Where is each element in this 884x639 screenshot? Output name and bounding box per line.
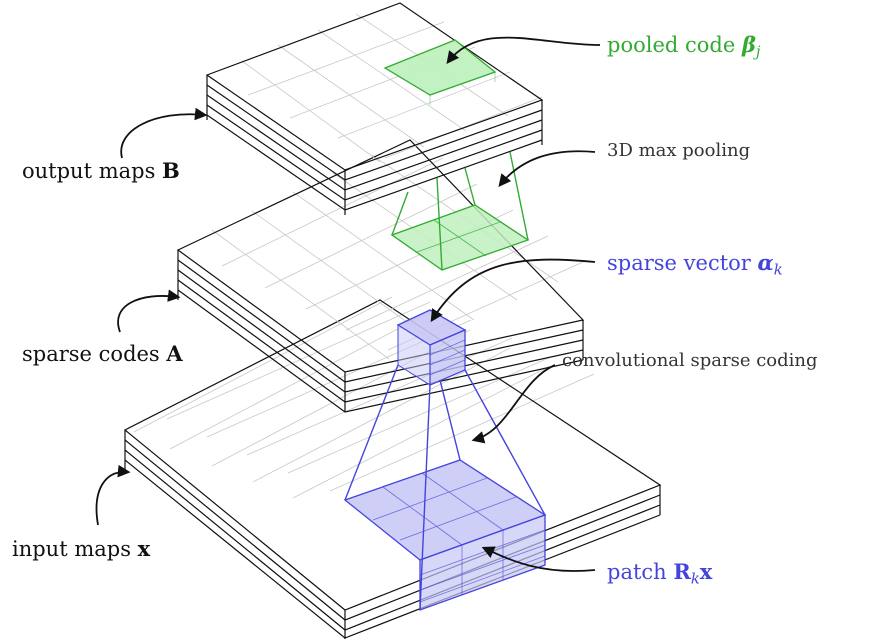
input-maps-label: input maps x <box>12 536 151 561</box>
input-maps-arrow <box>95 464 131 526</box>
max-pooling-arrow <box>498 150 596 187</box>
pooled-code-box <box>383 39 497 105</box>
pooled-code-arrow <box>446 36 601 65</box>
output-slices <box>206 75 543 215</box>
input-slices <box>124 430 661 639</box>
coding-connections <box>344 364 546 611</box>
sparse-codes-stack <box>176 139 585 413</box>
sparse-vector-label: sparse vector αk <box>607 250 783 279</box>
output-maps-label: output maps B <box>22 158 180 183</box>
sparse-slices <box>177 250 584 413</box>
pooled-code-label: pooled code βj <box>607 32 761 61</box>
patch-arrow <box>481 546 596 572</box>
pooling-region <box>390 204 530 271</box>
annotation-arrows <box>95 36 601 572</box>
input-top-face <box>123 299 662 611</box>
sparse-codes-label: sparse codes A <box>22 341 183 366</box>
sparse-vector-box <box>396 309 467 386</box>
conv-sparse-coding-label: convolutional sparse coding <box>562 350 818 371</box>
input-top-grid <box>133 296 595 499</box>
sparse-top-face <box>176 139 585 373</box>
pooling-connections <box>391 151 529 271</box>
max-pooling-label: 3D max pooling <box>607 140 751 161</box>
sparse-codes-arrow <box>117 289 181 333</box>
output-top-face <box>205 2 544 171</box>
output-maps-stack <box>205 2 544 215</box>
patch-label: patch Rkx <box>607 559 713 588</box>
output-maps-arrow <box>120 107 208 159</box>
conv-coding-arrow <box>471 364 556 444</box>
input-maps-stack <box>123 296 662 639</box>
sparse-vector-arrow <box>430 258 596 323</box>
patch-box <box>343 459 547 611</box>
